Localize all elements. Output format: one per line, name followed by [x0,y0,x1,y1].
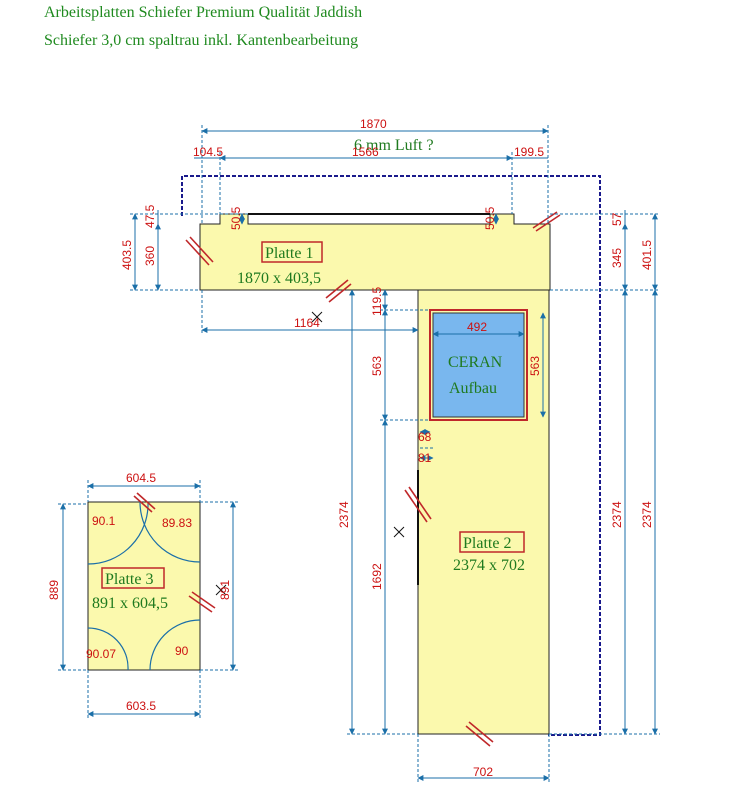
dim-p3-right: 891 [218,580,232,600]
dim-ceran-height: 563 [528,356,542,376]
plate-1-name: Platte 1 [265,245,313,262]
plate-3-label-box [101,567,165,589]
plate-3-size: 891 x 604,5 [92,595,168,612]
radius-top-right: 89.83 [162,516,192,530]
dim-ceran-height-left: 563 [370,356,384,376]
dim-h-right-small: 57 [610,212,624,226]
dim-ceran-width: 492 [467,320,487,334]
dim-left-offset: 104.5 [193,145,223,159]
plate-1-label-box [261,241,323,263]
ceran-frame [429,309,528,421]
dim-p3-bottom: 603.5 [126,699,156,713]
plate-3-name: Platte 3 [105,571,153,588]
dim-2374-right-2: 2374 [640,501,654,528]
radius-top-left: 90.1 [92,514,116,528]
dim-119-5: 119.5 [370,287,384,316]
dim-h-left-inner: 360 [143,246,157,266]
dim-2374-right-1: 2374 [610,501,624,528]
cross-markers [215,311,405,596]
plate-2-name: Platte 2 [463,535,511,552]
cut-marks [133,211,561,747]
dim-bottom-702: 702 [473,765,493,779]
dim-right-offset: 199.5 [514,145,544,159]
dim-81: 81 [418,451,432,465]
dim-2374-left: 2374 [337,501,351,528]
plate-2-size: 2374 x 702 [453,557,525,574]
ceran-label-1: CERAN [448,354,503,371]
ceran-label-2: Aufbau [449,380,497,397]
dim-inner-width: 1566 [352,145,379,159]
dim-h-left-small: 47.5 [143,204,157,228]
dim-p3-left: 889 [47,580,61,600]
dim-1692: 1692 [370,563,384,590]
dim-h-right-outer: 401.5 [640,240,654,270]
dim-top-total: 1870 [360,117,387,131]
ceran-field [432,312,525,418]
title-line-2: Schiefer 3,0 cm spaltrau inkl. Kantenbea… [44,32,359,49]
title-line-1: Arbeitsplatten Schiefer Premium Qualität… [44,4,363,21]
radius-bottom-left: 90.07 [86,647,116,661]
radius-bottom-right: 90 [175,644,189,658]
dim-notch-left: 50.5 [229,206,243,230]
dim-p3-top: 604.5 [126,471,156,485]
dashed-outline [181,175,601,736]
plate-3-shape [87,501,201,671]
dim-notch-right: 50.5 [483,206,497,230]
plate-1-size: 1870 x 403,5 [237,270,321,287]
dim-1164: 1164 [294,316,320,330]
dimension-lines [58,125,660,782]
plate-3-arcs [87,501,201,671]
dim-68: 68 [418,430,432,444]
dim-h-left-outer: 403.5 [120,240,134,270]
plate-2-label-box [459,531,525,553]
dim-h-right-inner: 345 [610,248,624,268]
note-text: 6 mm Luft ? [354,137,434,154]
